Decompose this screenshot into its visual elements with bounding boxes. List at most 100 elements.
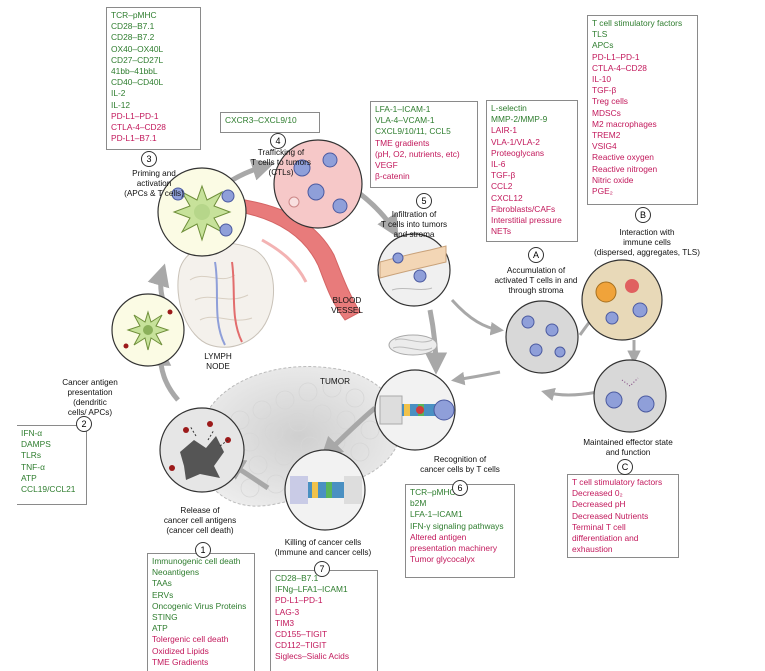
factor-item: LFA-1–ICAM-1: [375, 104, 431, 114]
factor-item: M2 macrophages: [592, 118, 657, 129]
factor-item: Immunogenic cell death: [152, 556, 241, 566]
factor-item: CD28–B7.1: [275, 573, 319, 583]
stage-label-line: immune cells: [623, 238, 671, 247]
factor-item: T cell stimulatory factors: [572, 477, 663, 487]
factor-item: Nitric oxide: [592, 174, 634, 185]
stage-label-line: and stroma: [393, 230, 435, 239]
stage-label-line: T cells to tumors: [251, 158, 311, 167]
stepA-badge: A: [528, 247, 544, 263]
factor-item: Altered antigen: [410, 531, 467, 542]
factor-item: Fibroblasts/CAFs: [491, 203, 556, 214]
stage-label-line: (dendritic: [73, 398, 107, 407]
stepB-badge: B: [635, 207, 651, 223]
step1-badge: 1: [195, 542, 211, 558]
stage-label-line: through stroma: [508, 286, 564, 295]
factor-item: CD27–CD27L: [111, 54, 164, 65]
factor-item: CXCL9/10/11, CCL5: [375, 126, 451, 137]
factor-item: STING: [152, 612, 178, 623]
factor-item: PD-L1–PD-1: [275, 595, 323, 606]
panel-step1-cell-death: [159, 407, 245, 493]
factor-item: ATP: [21, 472, 37, 483]
step3-badge: 3: [141, 151, 157, 167]
factor-item: TGF-β: [592, 85, 617, 96]
stage-label-line: Release of: [180, 506, 220, 515]
factor-item: VSIG4: [592, 141, 617, 152]
factor-item: CD40–CD40L: [111, 77, 164, 88]
factor-item: CCL19/CCL21: [21, 484, 76, 495]
factor-item: IL-2: [111, 88, 126, 99]
factor-item: IL-12: [111, 99, 131, 110]
factor-item: DAMPS: [21, 439, 51, 450]
factor-item: CD155–TIGIT: [275, 629, 328, 640]
factor-item: LAG-3: [275, 606, 300, 617]
stroma-icon: [388, 334, 438, 356]
factor-item: CTLA-4–CD28: [111, 122, 166, 133]
factor-item: TCR–pMHC: [111, 10, 157, 20]
stage-label-line: Trafficking of: [257, 148, 305, 157]
factor-item: Terminal T cell: [572, 521, 626, 532]
factor-item: L-selectin: [491, 103, 527, 113]
stage-label-line: cancer cells by T cells: [420, 465, 500, 474]
stepC-badge: C: [617, 459, 633, 475]
factor-item: Oncogenic Virus Proteins: [152, 600, 247, 611]
factor-item: IL-6: [491, 159, 506, 170]
factor-item: Reactive nitrogen: [592, 163, 658, 174]
panel-step6-recognition: [374, 369, 456, 451]
factor-item: Tumor glycocalyx: [410, 554, 475, 565]
stage-label-line: T cells into tumors: [380, 220, 448, 229]
factor-item: CD28–B7.2: [111, 32, 155, 43]
factor-item: CCL2: [491, 181, 513, 192]
factor-item: PD-L1–PD-1: [592, 51, 640, 62]
factor-item: IFNg–LFA1–ICAM1: [275, 584, 348, 595]
factor-item: TLRs: [21, 450, 42, 461]
factor-item: MDSCs: [592, 107, 621, 118]
factor-item: CD112–TIGIT: [275, 640, 327, 651]
stage-label-line: Interaction with: [619, 228, 675, 237]
factor-item: IFN-γ signaling pathways: [410, 520, 504, 531]
factor-item: Reactive oxygen: [592, 152, 654, 163]
stage-label-line: presentation: [67, 388, 113, 397]
factor-item: VLA-4–VCAM-1: [375, 115, 435, 126]
factor-item: CXCL12: [491, 192, 523, 203]
stage-label-line: (CTLs): [268, 168, 294, 177]
factor-item: Treg cells: [592, 96, 628, 107]
factor-item: TME Gradients: [152, 656, 209, 667]
factor-item: T cell stimulatory factors: [592, 18, 683, 28]
factor-item: PGE₂: [592, 186, 613, 197]
factor-item: IFN-α: [21, 428, 43, 438]
tumor-label: TUMOR: [319, 377, 350, 386]
panel-step5-infiltration: [377, 233, 451, 307]
stage-label-line: Killing of cancer cells: [284, 538, 362, 547]
step6-badge: 6: [452, 480, 468, 496]
factor-item: ATP: [152, 623, 168, 634]
factor-item: TME gradients: [375, 137, 430, 148]
stage-label-line: Priming and: [132, 169, 176, 178]
factor-item: Siglecs–Sialic Acids: [275, 651, 350, 662]
factor-item: b2M: [410, 498, 427, 509]
step7-label: Killing of cancer cells(Immune and cance…: [265, 538, 381, 558]
panel-step7-killing: [284, 449, 366, 531]
factor-item: Tolergenic cell death: [152, 634, 229, 645]
step7-badge: 7: [314, 561, 330, 577]
stage-label-line: activation: [136, 179, 172, 188]
factor-item: Decreased pH: [572, 499, 626, 510]
factor-item: VEGF: [375, 160, 398, 171]
stage-label-line: (Immune and cancer cells): [274, 548, 372, 557]
factor-item: PD-L1–PD-1: [111, 110, 159, 121]
factor-item: Oxidized Lipids: [152, 645, 209, 656]
factor-item: APCs: [592, 40, 614, 51]
panel-B-immune-interaction: [581, 259, 663, 341]
